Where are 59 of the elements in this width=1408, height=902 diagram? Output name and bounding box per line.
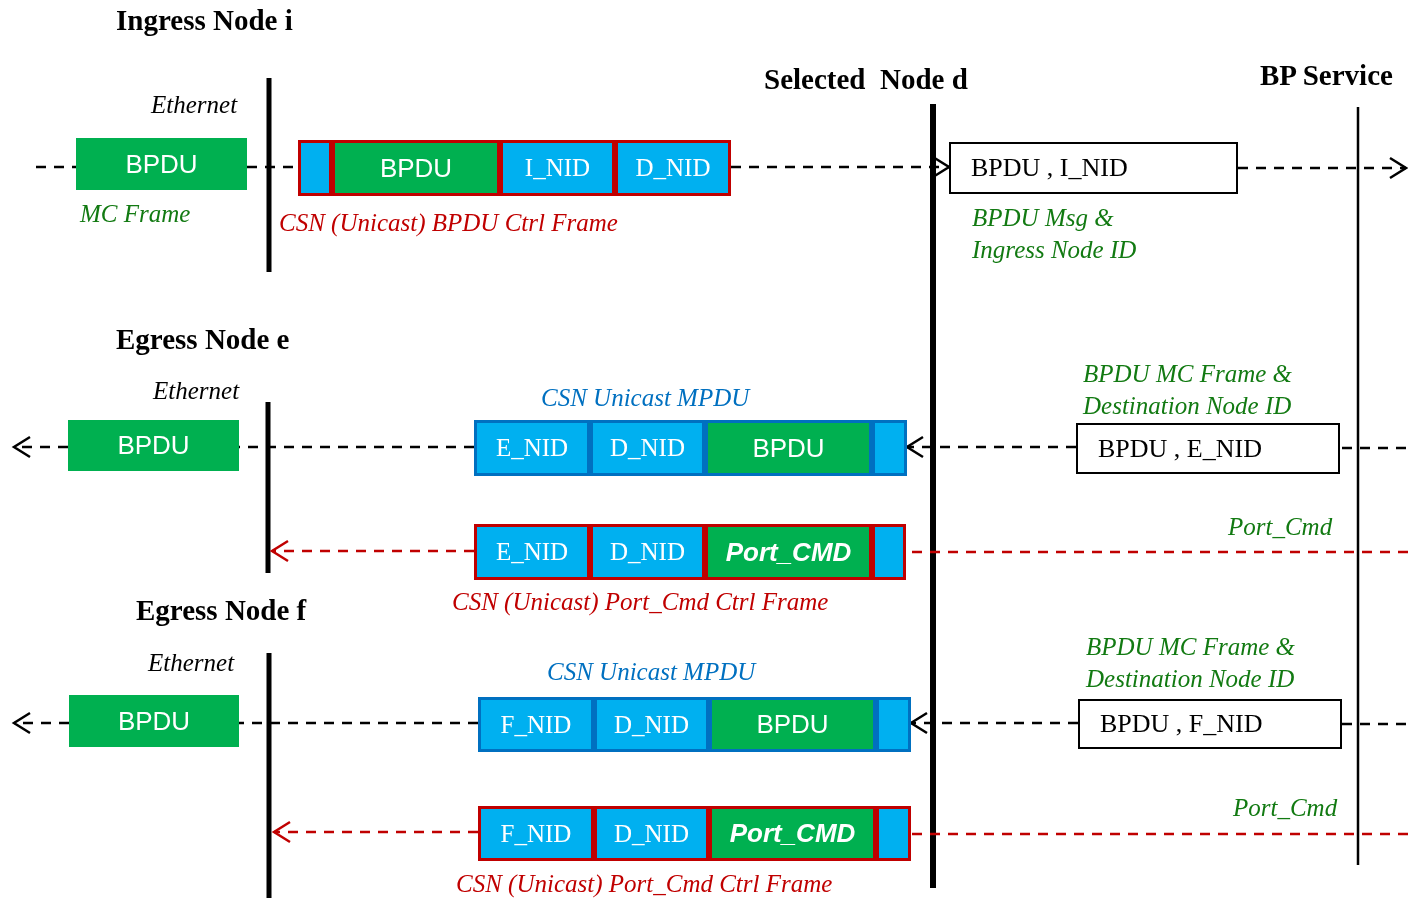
lifeline-heading: Egress Node f <box>136 594 307 627</box>
ctrl-frame <box>478 697 911 752</box>
lifeline-label: Ethernet <box>151 91 238 119</box>
connector-line <box>1340 446 1406 450</box>
bpdu-frame: BPDU <box>69 695 239 747</box>
frame-field: Port_CMD <box>705 524 872 580</box>
frame-caption: CSN Unicast MPDU <box>541 384 750 412</box>
frame-field <box>872 420 907 476</box>
lifeline-heading: BP Service <box>1260 59 1393 92</box>
message-box: BPDU , F_NID <box>1078 699 1342 749</box>
frame-field: E_NID <box>474 420 590 476</box>
frame-field <box>298 140 332 196</box>
ctrl-frame <box>474 420 907 476</box>
frame-field: BPDU <box>332 140 500 196</box>
frame-caption: MC Frame <box>80 199 191 229</box>
frame-caption: CSN (Unicast) Port_Cmd Ctrl Frame <box>452 588 829 616</box>
arrow <box>270 539 474 563</box>
lifeline-heading: Selected Node d <box>764 63 968 96</box>
arrow <box>1238 156 1408 180</box>
frame-caption: BPDU MC Frame & Destination Node ID <box>1086 632 1296 694</box>
frame-field: D_NID <box>594 806 709 861</box>
frame-caption: CSN (Unicast) Port_Cmd Ctrl Frame <box>456 870 833 898</box>
arrow <box>272 820 478 844</box>
ctrl-frame <box>474 524 906 580</box>
frame-caption: BPDU MC Frame & Destination Node ID <box>1083 359 1293 421</box>
frame-field: F_NID <box>478 806 594 861</box>
frame-caption: BPDU Msg & Ingress Node ID <box>972 203 1138 265</box>
frame-field <box>876 806 911 861</box>
bpdu-frame: BPDU <box>68 420 239 471</box>
arrow <box>731 155 951 179</box>
connector-line <box>1342 722 1406 726</box>
lifeline-heading: Egress Node e <box>116 323 290 356</box>
arrow <box>12 435 68 459</box>
frame-field: BPDU <box>705 420 872 476</box>
message-box: BPDU , I_NID <box>949 142 1238 194</box>
frame-field: E_NID <box>474 524 590 580</box>
lifeline-label: Ethernet <box>148 649 235 677</box>
ctrl-frame <box>298 140 731 196</box>
frame-field: BPDU <box>709 697 876 752</box>
lifeline-heading: Ingress Node i <box>116 4 293 37</box>
frame-field: I_NID <box>500 140 615 196</box>
frame-caption: CSN (Unicast) BPDU Ctrl Frame <box>279 209 618 237</box>
connector-line <box>911 832 1408 836</box>
frame-field: D_NID <box>594 697 709 752</box>
frame-field: F_NID <box>478 697 594 752</box>
connector-line <box>36 165 76 169</box>
arrow <box>12 711 69 735</box>
lifeline-label: Ethernet <box>153 377 240 405</box>
frame-field: D_NID <box>590 524 705 580</box>
bpdu-frame: BPDU <box>76 138 247 190</box>
frame-field: D_NID <box>590 420 705 476</box>
frame-field <box>872 524 906 580</box>
message-box: BPDU , E_NID <box>1076 423 1340 474</box>
frame-field <box>876 697 911 752</box>
frame-field: Port_CMD <box>709 806 876 861</box>
ctrl-frame <box>478 806 911 861</box>
frame-caption: CSN Unicast MPDU <box>547 658 756 686</box>
connector-line <box>239 721 478 725</box>
frame-field: D_NID <box>615 140 731 196</box>
